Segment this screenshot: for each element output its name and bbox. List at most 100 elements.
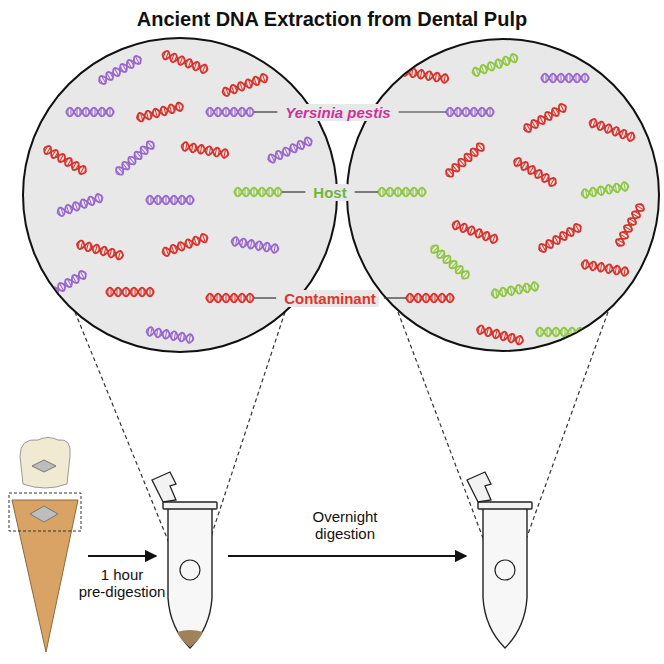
helix-strand	[146, 327, 195, 344]
helix-strand	[429, 243, 471, 281]
helix-strand	[476, 325, 525, 346]
helix-strand	[114, 139, 156, 177]
step-label: Overnight digestion	[298, 508, 393, 543]
helix-group	[378, 53, 646, 346]
pulp-cavity	[32, 460, 56, 472]
helix-strand	[136, 102, 185, 123]
helix-strand	[536, 328, 584, 337]
helix-strand	[451, 220, 499, 245]
helix-strand	[97, 54, 143, 86]
helix-strand	[541, 74, 589, 83]
helix-rung	[398, 188, 399, 197]
species-label: Yersinia pestis	[282, 104, 393, 121]
helix-rung	[490, 108, 491, 117]
helix-strand	[234, 188, 282, 197]
helix-strand	[106, 288, 154, 297]
helix-strand	[161, 50, 209, 75]
helix-strand	[97, 54, 143, 86]
helix-strand	[56, 193, 104, 218]
helix-strand	[446, 108, 494, 117]
zoom-line	[398, 312, 495, 570]
helix-strand	[206, 108, 254, 117]
dna-helix	[181, 141, 230, 158]
dna-helix	[234, 188, 282, 197]
helix-strand	[471, 53, 519, 78]
zoom-spot	[495, 560, 515, 580]
dna-helix	[66, 108, 114, 117]
helix-strand	[581, 182, 630, 199]
helix-strand	[444, 141, 486, 179]
dna-helix	[221, 73, 269, 98]
helix-rung	[52, 288, 56, 295]
zoom-line	[515, 312, 608, 570]
helix-rung	[250, 108, 251, 117]
helix-strand	[76, 240, 125, 261]
tube-rim	[478, 502, 532, 509]
helix-strand	[522, 102, 568, 134]
helix-strand	[581, 182, 630, 199]
leader-line	[384, 297, 406, 298]
helix-strand	[401, 67, 450, 84]
helix-rung	[422, 188, 423, 197]
helix-rung	[86, 108, 87, 117]
helix-strand	[429, 243, 471, 281]
helix-rung	[403, 68, 404, 74]
helix-rung	[44, 293, 47, 299]
tube	[152, 472, 217, 648]
helix-strand	[491, 282, 540, 299]
zoom-line	[200, 312, 285, 570]
helix-strand	[537, 222, 583, 254]
helix-rung	[583, 330, 584, 333]
helix-strand	[66, 108, 114, 117]
helix-strand	[522, 102, 568, 134]
process-arrow	[228, 555, 466, 557]
dna-helix	[429, 243, 472, 281]
helix-strand	[614, 202, 646, 248]
dna-helix	[444, 141, 487, 179]
helix-strand	[146, 196, 194, 205]
dna-helix	[536, 328, 584, 337]
tube-cap	[152, 472, 176, 502]
helix-rung	[278, 188, 279, 197]
tube-body	[168, 508, 212, 648]
helix-strand	[444, 141, 486, 179]
helix-rung	[46, 291, 50, 298]
dna-helix	[97, 54, 143, 86]
helix-strand	[181, 142, 230, 159]
helix-strand	[451, 220, 499, 245]
helix-strand	[471, 53, 519, 78]
helix-strand	[161, 50, 209, 75]
helix-rung	[226, 108, 227, 117]
cut-box	[9, 493, 81, 531]
dna-helix	[446, 108, 494, 117]
helix-strand	[476, 325, 525, 346]
helix-strand	[581, 260, 630, 277]
helix-strand	[206, 294, 254, 303]
helix-rung	[126, 288, 127, 297]
helix-strand	[446, 108, 494, 117]
dna-helix	[471, 53, 519, 78]
dna-helix	[266, 136, 313, 164]
helix-strand	[66, 108, 114, 117]
dna-helix	[42, 144, 88, 176]
dna-helix	[206, 294, 254, 303]
magnified-circle	[347, 39, 659, 351]
helix-rung	[426, 294, 427, 303]
dna-helix	[56, 193, 104, 218]
helix-strand	[136, 102, 185, 123]
helix-rung	[250, 294, 251, 303]
tube-rim	[163, 502, 217, 509]
helix-strand	[146, 327, 195, 344]
dna-helix	[476, 324, 525, 345]
dna-helix	[106, 288, 154, 297]
pulp-cavity	[30, 506, 58, 522]
dna-helix	[581, 181, 630, 198]
helix-strand	[114, 139, 156, 177]
helix-strand	[231, 237, 280, 254]
helix-strand	[401, 67, 450, 84]
helix-strand	[512, 156, 558, 188]
dna-helix	[541, 74, 589, 83]
helix-strand	[588, 118, 636, 143]
